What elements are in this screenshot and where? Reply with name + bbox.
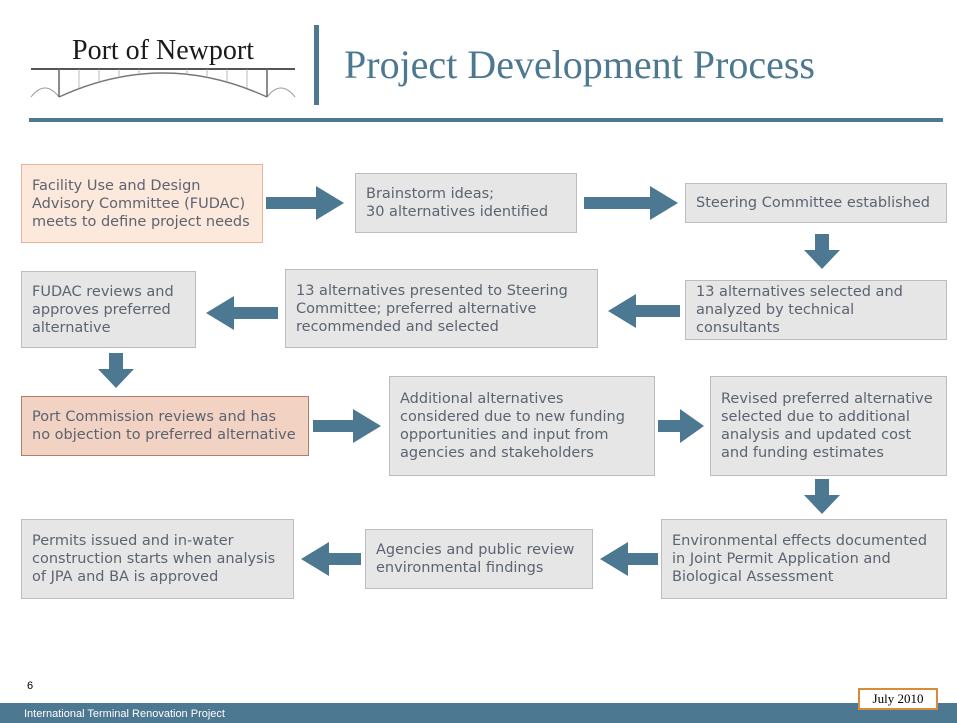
step-permits-issued: Permits issued and in-water construction… — [21, 519, 294, 599]
step-additional-alternatives: Additional alternatives considered due t… — [389, 376, 655, 476]
arrow-down-icon — [804, 234, 840, 269]
step-agencies-review: Agencies and public review environmental… — [365, 529, 593, 589]
step-brainstorm: Brainstorm ideas; 30 alternatives identi… — [355, 173, 577, 233]
arrow-down-icon — [98, 353, 134, 388]
step-fudac-meets: Facility Use and Design Advisory Committ… — [21, 164, 263, 243]
step-alternatives-selected: 13 alternatives selected and analyzed by… — [685, 280, 947, 340]
step-fudac-reviews: FUDAC reviews and approves preferred alt… — [21, 271, 196, 348]
page-number: 6 — [27, 680, 34, 692]
footer-project-name: International Terminal Renovation Projec… — [24, 708, 225, 720]
arrow-right-icon — [266, 186, 344, 220]
logo-text: Port of Newport — [72, 35, 254, 66]
arrow-down-icon — [804, 479, 840, 514]
header-rule — [29, 118, 943, 122]
step-alternatives-presented: 13 alternatives presented to Steering Co… — [285, 269, 598, 348]
step-revised-preferred: Revised preferred alternative selected d… — [710, 376, 947, 476]
arrow-left-icon — [301, 542, 361, 576]
page-title: Project Development Process — [344, 42, 815, 87]
footer-bar — [0, 703, 957, 723]
arrow-right-icon — [313, 409, 381, 443]
header-divider — [314, 25, 319, 105]
arrow-left-icon — [600, 542, 658, 576]
port-of-newport-logo: Port of Newport — [29, 35, 297, 99]
arrow-right-icon — [658, 409, 704, 443]
step-port-commission: Port Commission reviews and has no objec… — [21, 396, 309, 456]
footer-date: July 2010 — [858, 688, 938, 710]
step-steering-established: Steering Committee established — [685, 183, 947, 223]
arrow-left-icon — [206, 296, 278, 330]
arrow-left-icon — [608, 294, 680, 328]
step-environmental-effects: Environmental effects documented in Join… — [661, 519, 947, 599]
arrow-right-icon — [584, 186, 678, 220]
bridge-icon — [30, 68, 296, 98]
